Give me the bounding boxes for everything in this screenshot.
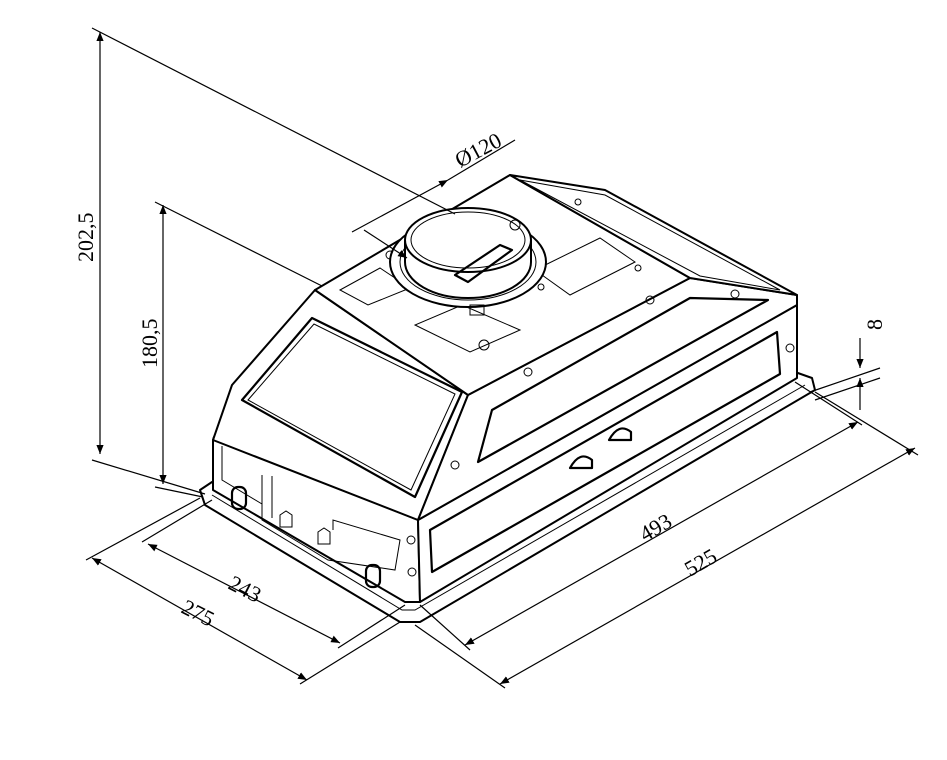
dim-total-height: 202,5 [73, 27, 456, 495]
dim-label-outlet-diameter: Ø120 [451, 127, 506, 172]
dim-label-total-length: 525 [680, 543, 721, 581]
dim-label-flange-thickness: 8 [862, 319, 887, 330]
dim-label-body-length: 493 [635, 508, 676, 546]
dim-flange-thickness: 8 [809, 319, 887, 410]
dim-label-body-height: 180,5 [137, 319, 162, 369]
dim-body-height: 180,5 [137, 201, 323, 498]
dim-label-total-height: 202,5 [73, 213, 98, 263]
outlet-collar [389, 207, 547, 316]
